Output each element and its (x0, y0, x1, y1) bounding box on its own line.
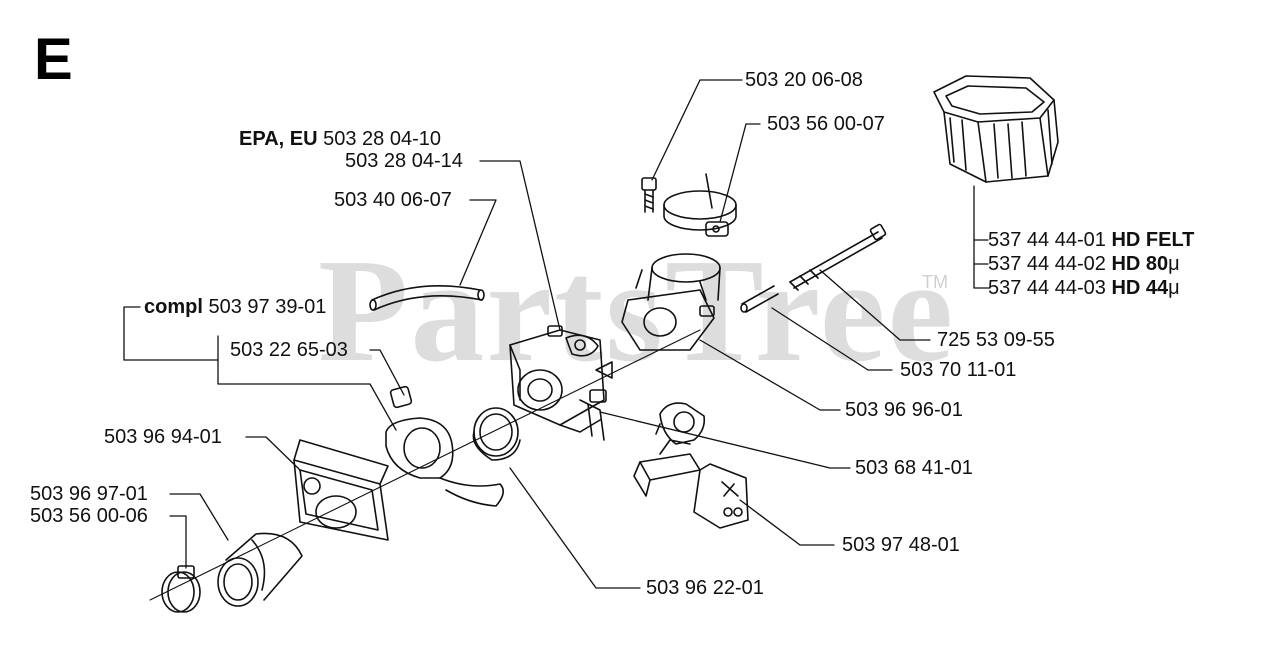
watermark-text: PartsTree (318, 229, 956, 393)
manifold-gasket-part (655, 402, 706, 445)
leader-503-70-11-01 (771, 307, 893, 371)
gasket-ring-part (472, 407, 521, 461)
leader-503-22-65-03-c (225, 383, 397, 431)
sleeve-part (740, 285, 779, 313)
leader-503-96-22-01 (509, 467, 641, 589)
label-503-70-11-01[interactable]: 503 70 11-01 (900, 359, 1017, 381)
intake-boot-part (217, 532, 303, 607)
leader-503-22-65-03-b (217, 335, 227, 385)
label-537-44-44-02[interactable]: 537 44 44-02 HD 80μ (988, 253, 1180, 275)
hose-clamp-lower (161, 565, 201, 613)
carburetor-part (509, 325, 613, 441)
micro-symbol: μ (1168, 277, 1180, 299)
intake-adapter-part (621, 253, 721, 351)
hose-clamp-upper (663, 173, 737, 237)
hd-felt-suffix: HD FELT (1111, 229, 1195, 251)
filter-bracket-part (385, 385, 504, 507)
leader-503-96-94-01 (245, 436, 301, 471)
throttle-rod-part (789, 223, 887, 291)
choke-assembly-part (633, 439, 749, 529)
leader-503-56-00-07 (719, 123, 761, 223)
watermark-trademark: TM (922, 272, 948, 292)
epa-eu-prefix: EPA, EU (239, 128, 318, 150)
compl-prefix: compl (144, 296, 203, 318)
label-503-96-22-01[interactable]: 503 96 22-01 (646, 577, 764, 599)
leader-lines (123, 79, 991, 589)
leader-503-96-96-01 (699, 339, 841, 411)
micro-symbol: μ (1168, 253, 1180, 275)
label-503-96-94-01[interactable]: 503 96 94-01 (104, 426, 222, 448)
leader-503-96-97-01 (169, 493, 229, 541)
leader-503-68-41-01 (599, 411, 851, 469)
leader-503-20-06-08 (651, 79, 743, 181)
air-filter-part (933, 75, 1059, 183)
hd-80-suffix: HD 80 (1111, 253, 1169, 275)
section-letter: E (34, 27, 73, 92)
screw-part (641, 177, 657, 213)
label-503-68-41-01[interactable]: 503 68 41-01 (855, 457, 973, 479)
leader-airfilter-bracket (973, 185, 991, 289)
label-503-56-00-06[interactable]: 503 56 00-06 (30, 505, 148, 527)
label-725-53-09-55[interactable]: 725 53 09-55 (937, 329, 1055, 351)
label-537-44-44-01[interactable]: 537 44 44-01 HD FELT (988, 229, 1195, 251)
hd-44-suffix: HD 44 (1111, 277, 1169, 299)
label-537-44-44-03[interactable]: 537 44 44-03 HD 44μ (988, 277, 1180, 299)
leader-725-53-09-55 (819, 269, 931, 341)
label-503-40-06-07[interactable]: 503 40 06-07 (334, 189, 452, 211)
leader-compl-bracket (123, 306, 219, 361)
label-503-96-97-01[interactable]: 503 96 97-01 (30, 483, 148, 505)
leader-503-22-65-03 (369, 349, 405, 396)
label-503-20-06-08[interactable]: 503 20 06-08 (745, 69, 863, 91)
filter-plate-part (293, 439, 389, 541)
label-503-28-04-14[interactable]: 503 28 04-14 (345, 150, 463, 172)
label-503-97-48-01[interactable]: 503 97 48-01 (842, 534, 960, 556)
fuel-hose-part (369, 284, 485, 311)
label-503-28-04-10[interactable]: EPA, EU 503 28 04-10 (239, 128, 441, 150)
label-503-56-00-07[interactable]: 503 56 00-07 (767, 113, 885, 135)
leader-503-97-48-01 (739, 499, 835, 546)
label-503-22-65-03[interactable]: 503 22 65-03 (230, 339, 348, 361)
label-503-97-39-01[interactable]: compl 503 97 39-01 (144, 296, 327, 318)
leader-503-56-00-06 (169, 515, 187, 569)
label-503-96-96-01[interactable]: 503 96 96-01 (845, 399, 963, 421)
assembly-axis (149, 329, 701, 601)
leader-503-40-06-07 (459, 199, 497, 286)
leader-503-28-04-14 (479, 160, 561, 331)
